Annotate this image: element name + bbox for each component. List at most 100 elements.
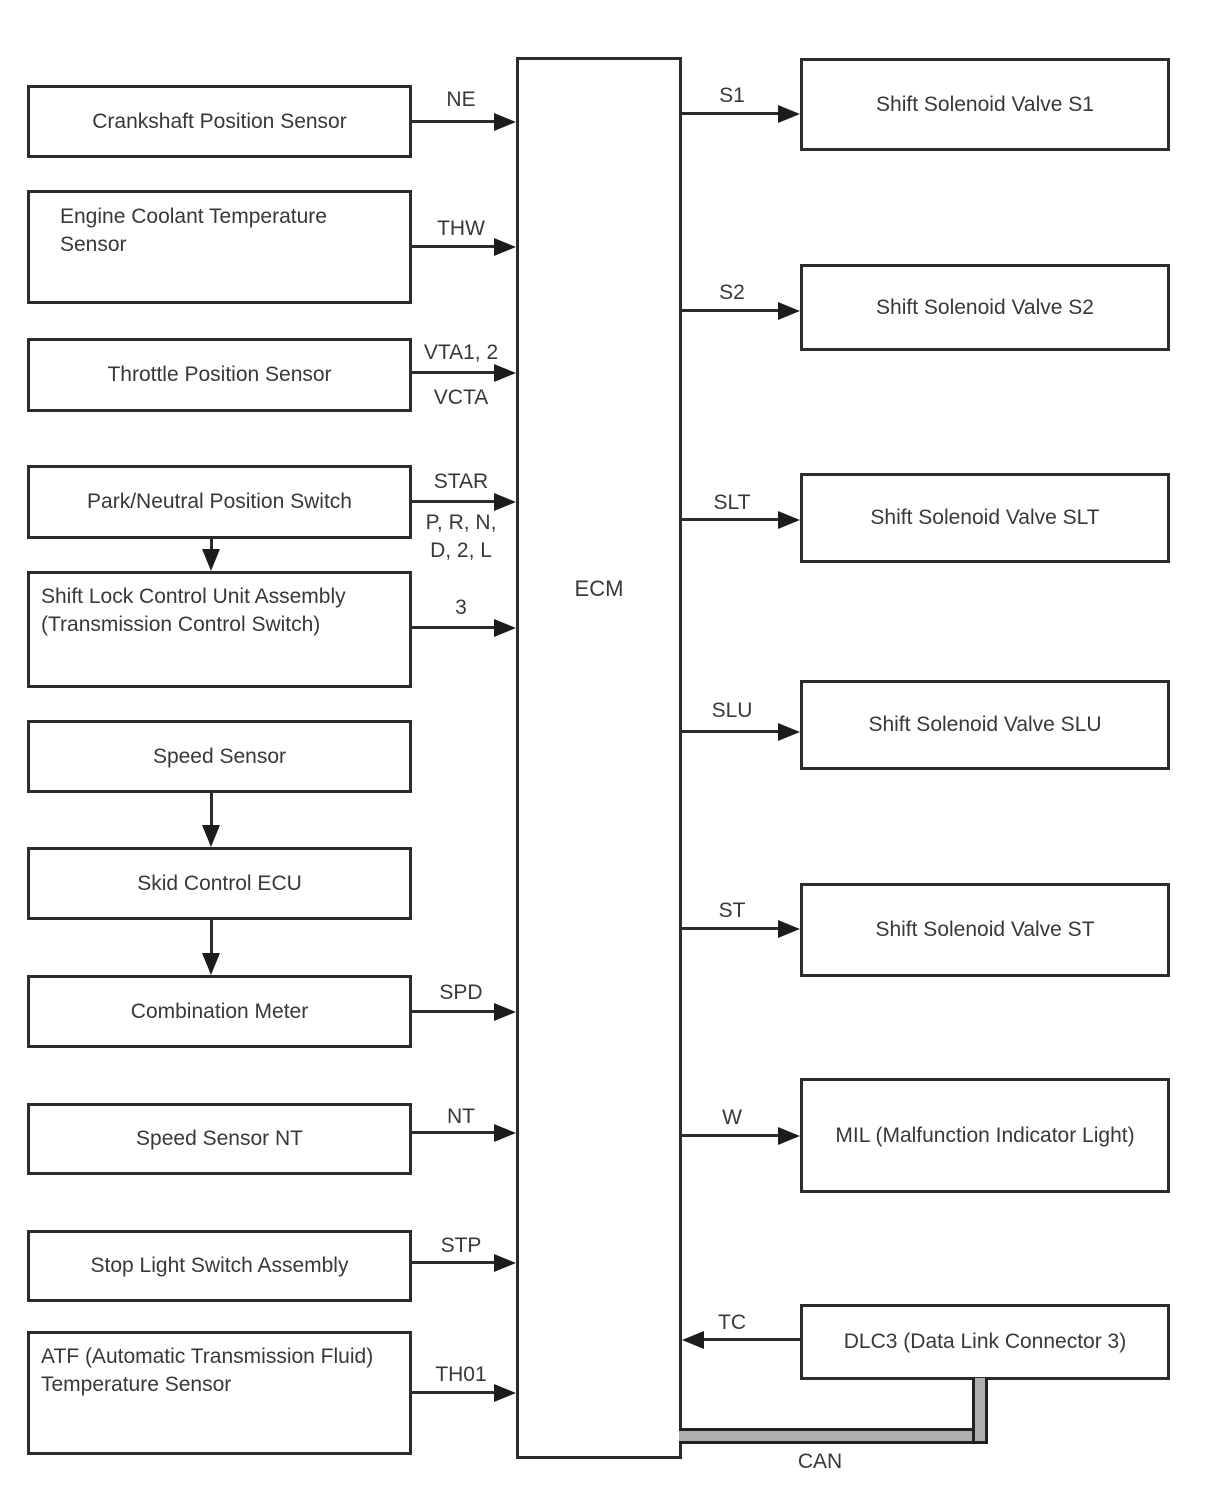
box-shift-solenoid-valve-slu: Shift Solenoid Valve SLU [800,680,1170,770]
signal-line-vta [412,371,498,374]
box-label: Stop Light Switch Assembly [90,1254,349,1277]
signal-line-s2 [682,309,780,312]
signal-line-3 [412,626,498,629]
signal-line-nt [412,1131,498,1134]
box-shift-solenoid-valve-slt: Shift Solenoid Valve SLT [800,473,1170,563]
box-label-line: Sensor [60,233,127,256]
signal-label-vta: VTA1, 2 [423,341,499,364]
signal-label-s1: S1 [719,84,745,107]
signal-label-stp: STP [440,1234,482,1257]
signal-line-stp [412,1261,498,1264]
signal-line-tc [704,1338,800,1341]
connector-park-neutral-to-shift-lock [210,539,213,553]
arrowhead-right-icon [494,619,516,637]
signal-line-th01 [412,1391,498,1394]
signal-label-w: W [722,1106,742,1129]
signal-line-star [412,500,498,503]
box-label: Throttle Position Sensor [107,363,332,386]
signal-line-w [682,1134,780,1137]
signal-line-slt [682,518,780,521]
box-label: Speed Sensor NT [136,1127,303,1150]
signal-label-thw: THW [437,217,485,240]
arrowhead-right-icon [494,238,516,256]
box-ecm: ECM [516,57,682,1459]
box-skid-control-ecu: Skid Control ECU [27,847,412,920]
signal-line-ne [412,120,498,123]
arrowhead-right-icon [778,920,800,938]
box-speed-sensor-nt: Speed Sensor NT [27,1103,412,1175]
signal-line-spd [412,1010,498,1013]
box-label: Crankshaft Position Sensor [92,109,347,133]
arrowhead-right-icon [494,1384,516,1402]
signal-label-3: 3 [455,596,467,619]
arrowhead-right-icon [494,1003,516,1021]
arrowhead-right-icon [778,105,800,123]
signal-label-vcta: VCTA [433,386,489,409]
arrowhead-right-icon [494,1254,516,1272]
box-engine-coolant-temperature-sensor: Engine Coolant Temperature Sensor [27,190,412,304]
box-mil-malfunction-indicator-light: MIL (Malfunction Indicator Light) [800,1078,1170,1193]
box-label: Combination Meter [130,999,309,1023]
arrowhead-right-icon [778,1127,800,1145]
box-label-line: Shift Lock Control Unit Assembly [41,585,346,608]
connector-speed-sensor-to-skid-control [210,793,213,828]
signal-label-st: ST [718,899,746,922]
signal-label-th01: TH01 [435,1363,487,1386]
box-label: Shift Solenoid Valve SLU [868,713,1102,736]
arrowhead-right-icon [494,493,516,511]
box-shift-solenoid-valve-s2: Shift Solenoid Valve S2 [800,264,1170,351]
signal-label-prn: P, R, N, [425,511,497,534]
box-combination-meter: Combination Meter [27,975,412,1048]
arrowhead-right-icon [494,364,516,382]
box-shift-solenoid-valve-s1: Shift Solenoid Valve S1 [800,58,1170,151]
signal-line-slu [682,730,780,733]
signal-label-d2l: D, 2, L [430,539,492,562]
signal-line-st [682,927,780,930]
box-label: Skid Control ECU [137,871,302,895]
can-bus-vertical [972,1378,988,1444]
signal-label-s2: S2 [719,281,745,304]
arrowhead-right-icon [494,1124,516,1142]
box-label: Shift Solenoid Valve ST [875,918,1095,941]
arrowhead-right-icon [494,113,516,131]
box-label: Park/Neutral Position Switch [87,490,352,513]
box-park-neutral-position-switch: Park/Neutral Position Switch [27,465,412,539]
signal-line-thw [412,245,498,248]
connector-skid-control-to-combination-meter [210,920,213,956]
signal-label-spd: SPD [439,981,483,1004]
box-throttle-position-sensor: Throttle Position Sensor [27,338,412,412]
signal-line-s1 [682,112,780,115]
box-label: MIL (Malfunction Indicator Light) [835,1123,1135,1147]
box-stop-light-switch-assembly: Stop Light Switch Assembly [27,1230,412,1302]
box-label: Shift Solenoid Valve S1 [876,92,1094,116]
arrowhead-down-icon [202,549,220,571]
box-label: Shift Solenoid Valve SLT [870,506,1100,529]
ecm-label: ECM [574,576,624,601]
arrowhead-right-icon [778,511,800,529]
box-label-line: Engine Coolant Temperature [60,205,327,228]
box-label: DLC3 (Data Link Connector 3) [843,1330,1127,1353]
arrowhead-left-icon [682,1331,704,1349]
arrowhead-down-icon [202,825,220,847]
box-label-line: Temperature Sensor [41,1373,232,1396]
arrowhead-down-icon [202,953,220,975]
box-dlc3-data-link-connector: DLC3 (Data Link Connector 3) [800,1304,1170,1380]
can-bus-horizontal [679,1428,988,1444]
box-crankshaft-position-sensor: Crankshaft Position Sensor [27,85,412,158]
box-label: Shift Solenoid Valve S2 [876,295,1094,319]
signal-label-slu: SLU [711,699,753,722]
signal-label-ne: NE [446,88,476,111]
box-atf-temperature-sensor: ATF (Automatic Transmission Fluid) Tempe… [27,1331,412,1455]
box-label-line: (Transmission Control Switch) [41,613,321,636]
signal-label-tc: TC [718,1311,746,1334]
box-label-line: ATF (Automatic Transmission Fluid) [41,1345,374,1368]
can-bus-label: CAN [797,1450,843,1473]
signal-label-slt: SLT [713,491,751,514]
arrowhead-right-icon [778,302,800,320]
box-label: Speed Sensor [152,744,287,768]
box-shift-solenoid-valve-st: Shift Solenoid Valve ST [800,883,1170,977]
arrowhead-right-icon [778,723,800,741]
signal-label-star: STAR [433,470,489,493]
signal-label-nt: NT [447,1105,475,1128]
